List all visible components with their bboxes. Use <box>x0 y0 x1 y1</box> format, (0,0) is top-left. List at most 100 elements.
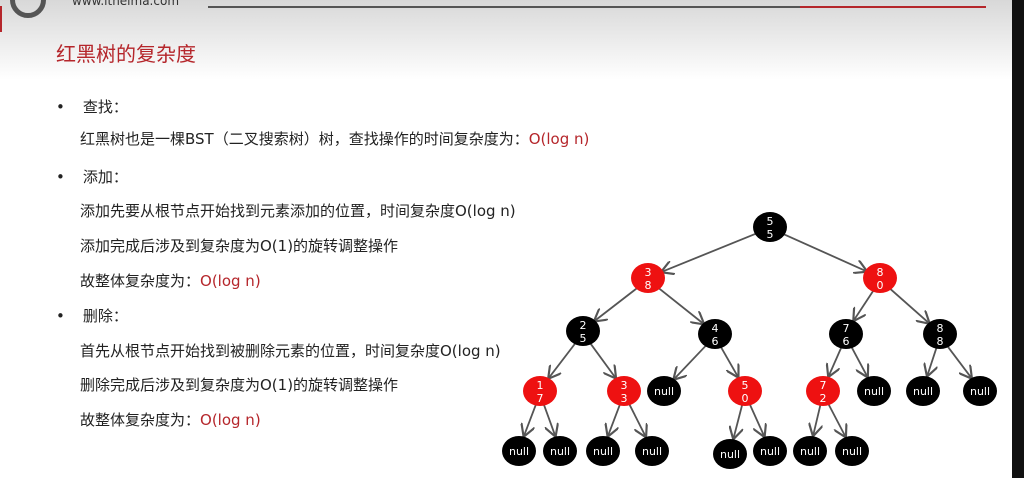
node-shape <box>793 436 827 466</box>
node-shape <box>835 436 869 466</box>
tree-edge <box>661 231 760 272</box>
node-label: null <box>913 385 933 398</box>
node-label: null <box>864 385 884 398</box>
node-shape <box>607 376 641 406</box>
node-shape <box>806 376 840 406</box>
tree-node: 46 <box>698 319 732 349</box>
tree-edge <box>946 344 972 378</box>
node-label: 0 <box>877 279 884 292</box>
node-label: 6 <box>712 335 719 348</box>
tree-node: 38 <box>631 263 665 293</box>
tree-edge <box>548 341 577 378</box>
bullet-dot: • <box>56 98 65 116</box>
node-shape <box>753 212 787 242</box>
node-shape <box>863 263 897 293</box>
node-label: 8 <box>645 279 652 292</box>
bullet-dot: • <box>56 168 65 186</box>
node-label: null <box>760 445 780 458</box>
node-shape <box>713 439 747 469</box>
node-shape <box>586 436 620 466</box>
tree-edge <box>828 346 843 377</box>
tree-node: 76 <box>829 319 863 349</box>
nil-node: null <box>502 436 536 466</box>
bullet-line: 故整体复杂度为：O(log n) <box>80 270 261 291</box>
tree-node: 17 <box>523 376 557 406</box>
tree-edge <box>748 403 765 437</box>
tree-edge <box>524 403 537 437</box>
node-label: null <box>970 385 990 398</box>
tree-node: 50 <box>728 376 762 406</box>
node-label: 5 <box>580 332 587 345</box>
tree-edge <box>733 404 742 440</box>
bullet-line: 删除完成后涉及到复杂度为O(1)的旋转调整操作 <box>80 374 398 395</box>
tree-edge <box>927 347 937 376</box>
tree-edge <box>589 342 616 379</box>
node-label: null <box>509 445 529 458</box>
nil-node: null <box>857 376 891 406</box>
nil-node: null <box>835 436 869 466</box>
node-label: 5 <box>767 215 774 228</box>
node-label: 8 <box>937 335 944 348</box>
line-text: 添加先要从根节点开始找到元素添加的位置，时间复杂度O(log n) <box>80 202 516 220</box>
node-label: 1 <box>537 379 544 392</box>
node-label: 7 <box>820 379 827 392</box>
tree-node: 55 <box>753 212 787 242</box>
bullet-line: 故整体复杂度为：O(log n) <box>80 409 261 430</box>
tree-node: 25 <box>566 316 600 346</box>
tree-node: 33 <box>607 376 641 406</box>
bullet-dot: • <box>56 307 65 325</box>
tree-edge <box>888 286 930 324</box>
node-label: 2 <box>580 319 587 332</box>
node-label: null <box>800 445 820 458</box>
tree-edge <box>594 286 640 322</box>
node-shape <box>857 376 891 406</box>
line-text: 故整体复杂度为： <box>80 272 201 290</box>
node-label: null <box>593 445 613 458</box>
tree-edge <box>608 403 621 437</box>
header-divider-accent <box>800 6 986 8</box>
node-label: null <box>654 385 674 398</box>
node-shape <box>698 319 732 349</box>
line-text: 删除完成后涉及到复杂度为O(1)的旋转调整操作 <box>80 376 399 394</box>
nil-node: null <box>906 376 940 406</box>
node-label: 5 <box>742 379 749 392</box>
bullet-heading-text: 添加： <box>82 168 128 186</box>
tree-node: 72 <box>806 376 840 406</box>
tree-edge <box>780 232 867 272</box>
node-shape <box>753 436 787 466</box>
nil-node: null <box>793 436 827 466</box>
bullet-heading: • 查找： <box>56 96 128 117</box>
tree-edge <box>827 403 846 438</box>
node-label: null <box>550 445 570 458</box>
node-shape <box>502 436 536 466</box>
bullet-line: 首先从根节点开始找到被删除元素的位置，时间复杂度O(log n) <box>80 340 501 361</box>
tree-node: 80 <box>863 263 897 293</box>
line-text: 首先从根节点开始找到被删除元素的位置，时间复杂度O(log n) <box>80 342 501 360</box>
node-label: 4 <box>712 322 719 335</box>
node-label: null <box>642 445 662 458</box>
nil-node: null <box>647 376 681 406</box>
node-shape <box>566 316 600 346</box>
node-label: 3 <box>645 266 652 279</box>
tree-node: 88 <box>923 319 957 349</box>
node-label: 3 <box>621 379 628 392</box>
nil-node: null <box>753 436 787 466</box>
node-shape <box>631 263 665 293</box>
node-shape <box>523 376 557 406</box>
node-label: 8 <box>877 266 884 279</box>
bullet-line: 添加完成后涉及到复杂度为O(1)的旋转调整操作 <box>80 235 398 256</box>
node-shape <box>543 436 577 466</box>
complexity-highlight: O(log n) <box>200 272 261 290</box>
nil-node: null <box>713 439 747 469</box>
nil-node: null <box>635 436 669 466</box>
nil-node: null <box>586 436 620 466</box>
node-label: 2 <box>820 392 827 405</box>
tree-edge <box>673 343 708 379</box>
node-label: null <box>720 448 740 461</box>
bullet-heading-text: 查找： <box>82 98 128 116</box>
line-text: 添加完成后涉及到复杂度为O(1)的旋转调整操作 <box>80 237 399 255</box>
bullet-heading: • 删除： <box>56 305 128 326</box>
node-shape <box>906 376 940 406</box>
bullet-heading-text: 删除： <box>82 307 128 325</box>
